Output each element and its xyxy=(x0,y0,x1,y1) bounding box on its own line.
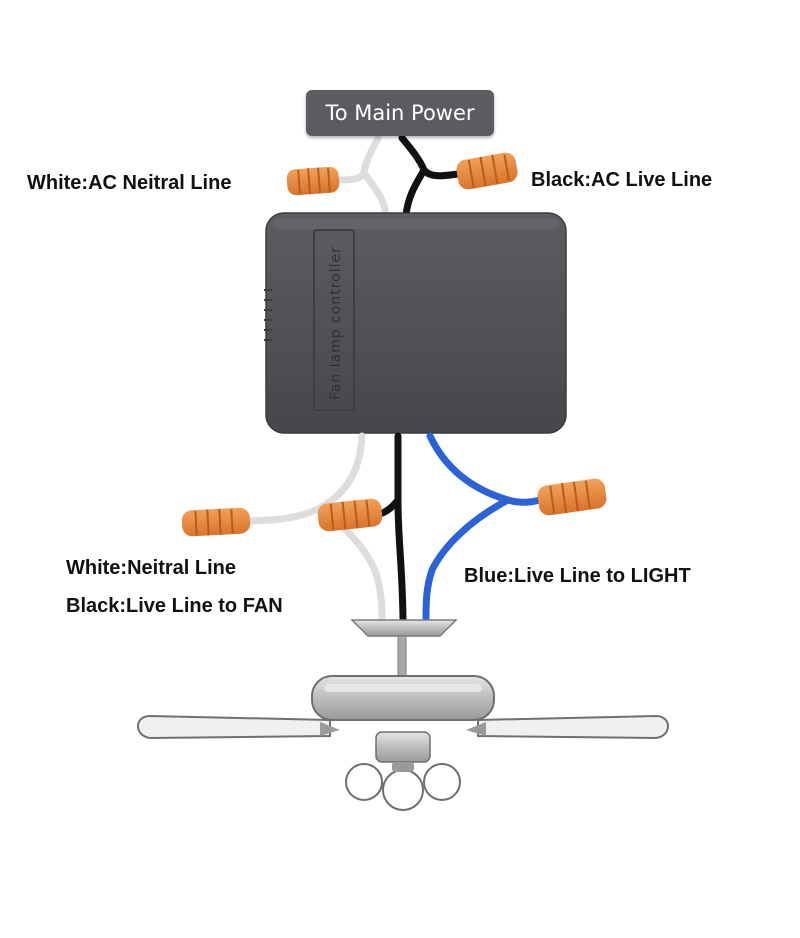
top-white-wire xyxy=(332,134,390,219)
black-ac-live-label: Black:AC Live Line xyxy=(531,169,713,191)
fan-motor-housing xyxy=(311,675,495,721)
light-bulb-left xyxy=(345,763,383,801)
wire-nut-top-left xyxy=(286,166,340,196)
ceiling-fan xyxy=(137,619,669,811)
fan-switch-housing xyxy=(375,731,431,763)
controller-label-panel xyxy=(313,229,355,411)
controller-grip xyxy=(264,289,272,341)
light-bulb-center xyxy=(382,769,424,811)
controller-label: Fan lamp controller xyxy=(328,246,344,400)
top-black-wire xyxy=(398,134,462,219)
white-ac-neutral-label: White:AC Neitral Line xyxy=(27,172,232,194)
fan-canopy xyxy=(350,619,458,637)
wire-nut-bottom-left xyxy=(181,507,251,537)
fan-blade-left xyxy=(137,714,331,740)
light-bulb-right xyxy=(423,763,461,801)
bottom-blue-wire xyxy=(422,432,544,622)
fan-blade-right xyxy=(477,714,669,740)
black-fan-live-label: Black:Live Line to FAN xyxy=(66,595,283,617)
wire-nut-bottom-center xyxy=(317,498,383,532)
main-power-label: To Main Power xyxy=(306,90,494,136)
fan-downrod xyxy=(397,635,407,677)
blue-light-live-label: Blue:Live Line to LIGHT xyxy=(464,565,691,587)
fan-lamp-controller: Fan lamp controller xyxy=(264,212,567,434)
white-neutral-label: White:Neitral Line xyxy=(66,557,237,579)
wire-nut-bottom-right xyxy=(537,478,607,516)
wire-nut-top-right xyxy=(456,152,518,190)
